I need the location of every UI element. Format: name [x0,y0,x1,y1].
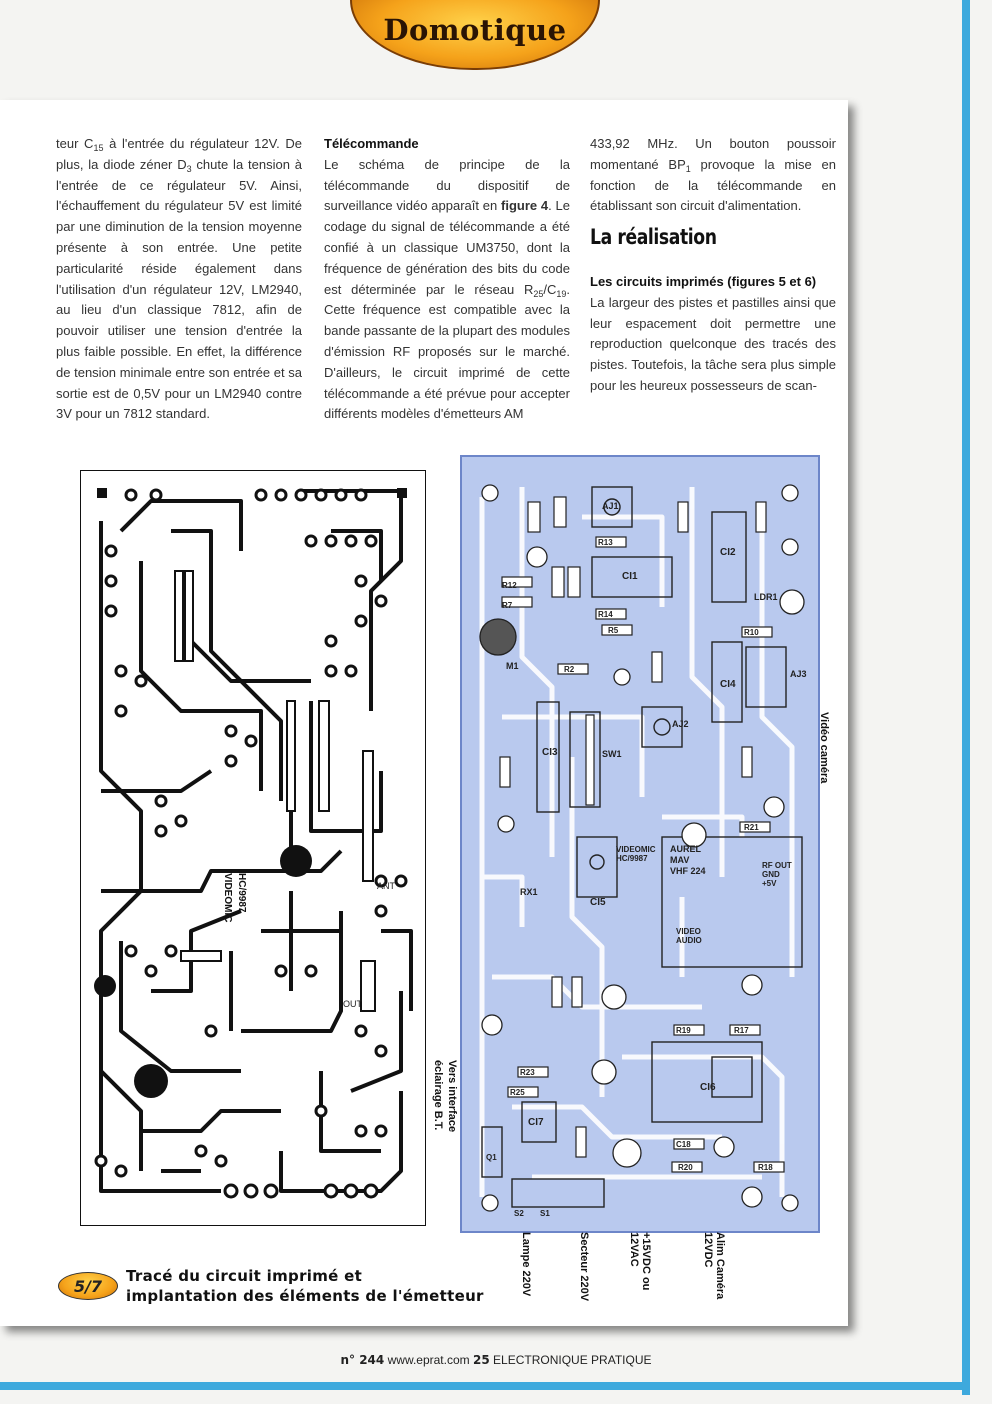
label-r5: R5 [608,626,619,635]
label-s2: S2 [514,1209,524,1218]
label-r7: R7 [502,601,513,610]
connector-camera-power: Alim Caméra 12VDC [702,1232,726,1300]
caption-text: Tracé du circuit imprimé et implantation… [126,1267,484,1305]
paragraph: Le schéma de principe de la télécommande… [324,156,570,422]
out-label: OUT [343,999,362,1009]
label-c18: C18 [676,1140,691,1149]
ant-label: ANT [377,881,395,891]
module-ref-label: HC/9987 [236,873,247,913]
label-sw1: SW1 [602,749,622,759]
text-column-3: 433,92 MHz. Un bouton poussoir momentané… [590,134,836,397]
module-label: VIDEOMIC [222,873,233,923]
magazine-name: ELECTRONIQUE PRATIQUE [493,1353,652,1367]
section-header: Domotique [350,0,600,70]
label-m1: M1 [506,661,519,671]
pcb-implantation-drawing [479,484,805,1212]
label-ci7: CI7 [528,1117,544,1128]
av-pin-labels: VIDEO AUDIO [676,927,702,945]
label-aj1: AJ1 [602,501,619,511]
label-r10: R10 [744,628,759,637]
label-ci4: CI4 [720,679,736,690]
label-ci1: CI1 [622,571,638,582]
interface-label-1: Vers interface [446,1060,458,1133]
pcb-implantation-figure: AUREL MAV VHF 224 CI1 CI2 CI3 CI4 CI5 CI… [460,455,820,1233]
subheading-circuits: Les circuits imprimés (figures 5 et 6) [590,273,817,289]
label-q1: Q1 [486,1153,497,1162]
label-r25: R25 [510,1088,525,1097]
connector-secteur: Secteur 220V [578,1232,590,1302]
website: www.eprat.com [387,1353,470,1367]
interface-label-2: éclairage B.T. [432,1060,444,1131]
paragraph: 433,92 MHz. Un bouton poussoir momentané… [590,136,836,214]
connector-lampe: Lampe 220V [520,1232,532,1297]
page-footer: n° 244 www.eprat.com 25 ELECTRONIQUE PRA… [0,1353,992,1367]
subheading-telecommande: Télécommande [324,136,419,151]
label-ci6: CI6 [700,1082,716,1093]
label-r18: R18 [758,1163,773,1172]
figure-reference: figure 4 [501,198,549,214]
label-r23: R23 [520,1068,535,1077]
label-r12: R12 [502,581,517,590]
figure-caption: 5/7 Tracé du circuit imprimé et implanta… [58,1266,484,1306]
page-border-bottom [0,1382,970,1390]
label-r19: R19 [676,1026,691,1035]
section-title: Domotique [383,13,567,47]
label-rx1: RX1 [520,887,538,897]
label-r21: R21 [744,823,759,832]
section-heading-realisation: La réalisation [590,225,717,250]
label-ldr1: LDR1 [754,592,778,602]
label-r17: R17 [734,1026,749,1035]
label-s1: S1 [540,1209,550,1218]
mirrored-module-label: VIDEOMIC HC/9987 [616,845,656,863]
issue-number: n° 244 [340,1353,385,1367]
label-ci5: CI5 [590,897,606,908]
rf-pin-labels: RF OUT GND +5V [762,861,792,888]
video-camera-label: Vidéo caméra [818,712,830,784]
connector-power-in: +15VDC ou 12VAC [628,1232,652,1291]
pcb-trace-drawing [94,488,413,1199]
label-ci3: CI3 [542,747,558,758]
page-number: 25 [472,1353,490,1367]
page-border-right [962,0,970,1395]
paragraph: La largeur des pistes et pastilles ainsi… [590,294,836,393]
figure-number-badge: 5/7 [58,1272,118,1300]
label-r14: R14 [598,610,613,619]
paragraph: teur C15 à l'entrée du régulateur 12V. D… [56,136,302,422]
label-aj2: AJ2 [672,719,689,729]
rf-module-label: AUREL MAV VHF 224 [670,844,706,876]
label-ci2: CI2 [720,547,736,558]
label-r13: R13 [598,538,613,547]
label-aj3: AJ3 [790,669,807,679]
text-column-1: teur C15 à l'entrée du régulateur 12V. D… [56,134,302,425]
label-r2: R2 [564,665,575,674]
text-column-2: Télécommande Le schéma de principe de la… [324,134,570,425]
label-r20: R20 [678,1163,693,1172]
pcb-trace-figure: VIDEOMIC HC/9987 ANT OUT [80,470,426,1226]
